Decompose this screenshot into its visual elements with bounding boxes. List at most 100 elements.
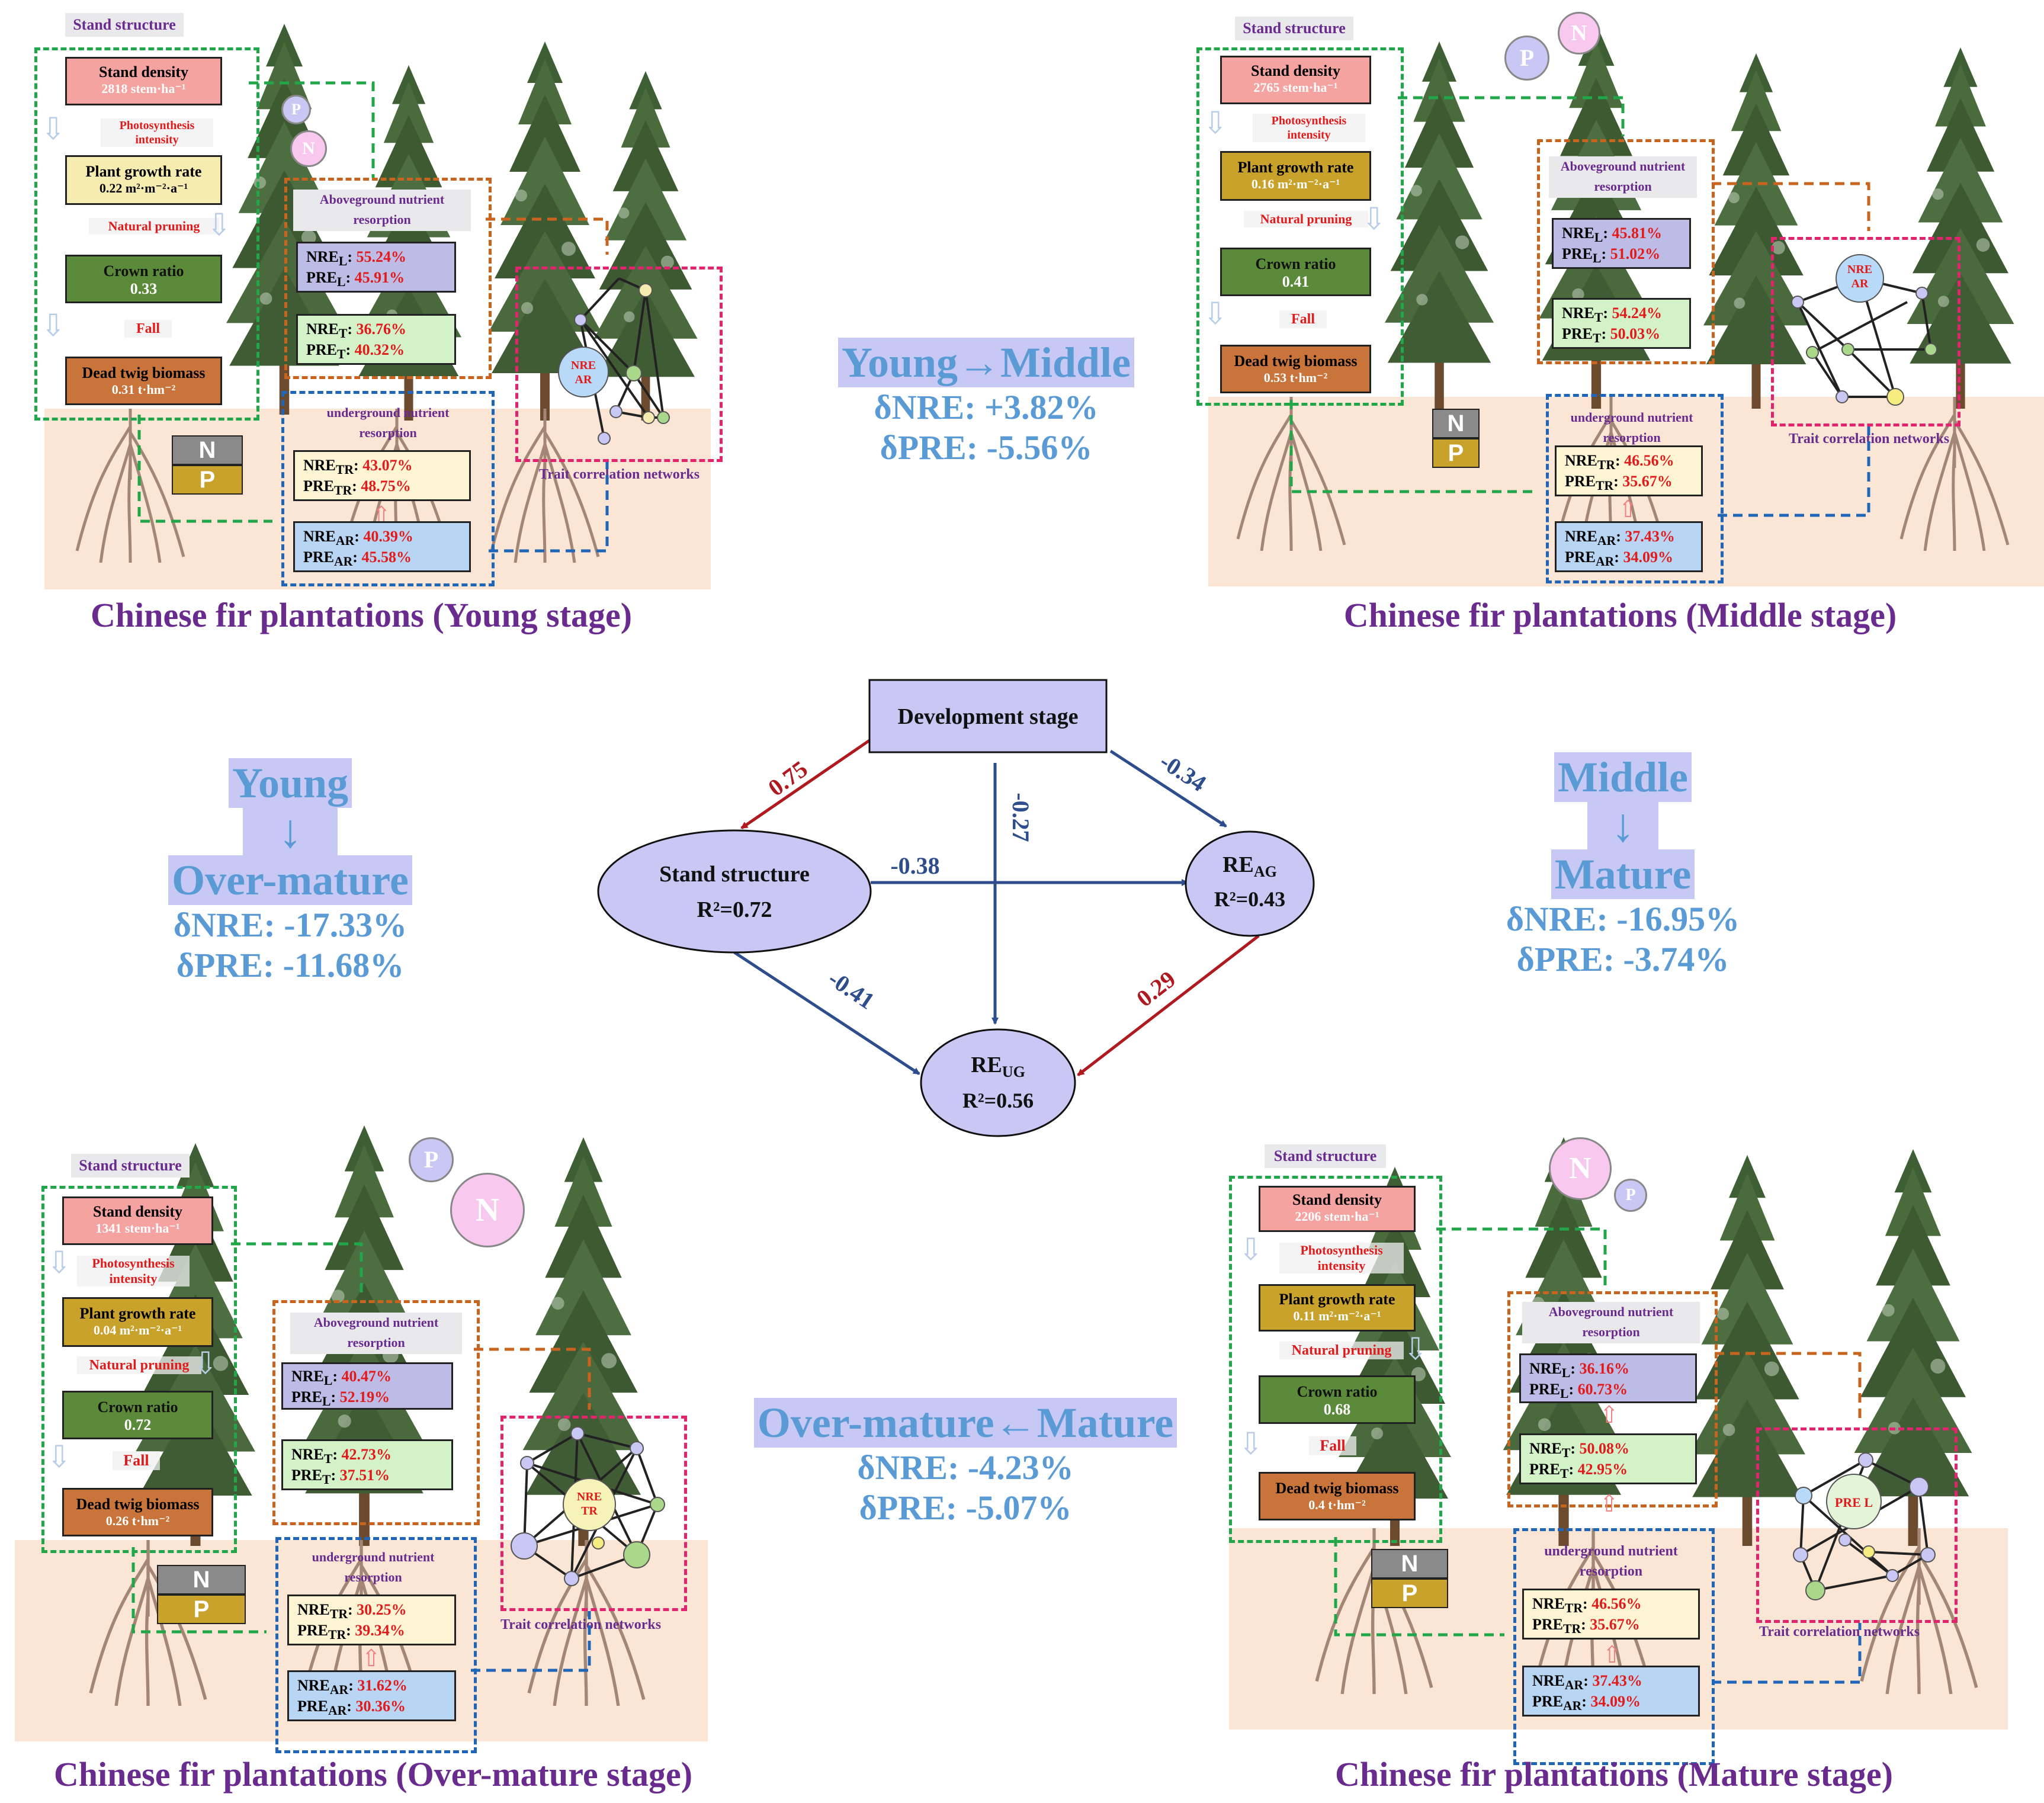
flow-arrows [1334,1227,1862,1684]
pre-tr-value: 39.34% [355,1622,405,1640]
transition-middle-mature: Middle ↓ Mature δNRE: -16.95% δPRE: -3.7… [1481,752,1765,980]
down-arrow-icon: ⇩ [46,1246,72,1280]
pre-l-value: 60.73% [1577,1381,1628,1398]
pre-ar-value: 30.36% [355,1698,406,1715]
panel-caption: Chinese fir plantations (Middle stage) [1343,596,1897,634]
panel-mature: Stand structure Stand density 2206 stem·… [1220,1114,2044,1803]
stand-density-label: Stand density [99,63,188,81]
plant-growth-rate-box: Plant growth rate 0.04 m²·m⁻²·a⁻¹ [62,1297,213,1347]
pre-ar-value: 34.09% [1590,1693,1641,1711]
stand-structure-tag: Stand structure [1265,1144,1386,1168]
path-stand-ug [733,951,920,1076]
up-arrow-icon: ⇧ [361,1645,381,1672]
down-arrow-icon: ⇩ [1202,107,1228,140]
transition-overmature-mature: Over-mature←Mature δNRE: -4.23% δPRE: -5… [734,1398,1196,1528]
transport-root-resorption-box: NRETR: 46.56% PRETR: 35.67% [1522,1589,1700,1640]
underground-resorption-box [1513,1528,1715,1765]
pre-tr-value: 35.67% [1622,473,1673,490]
panel-caption: Chinese fir plantations (Mature stage) [1335,1755,1893,1794]
up-arrow-icon: ⇧ [1618,496,1638,522]
plant-growth-rate-value: 0.22 m²·m⁻²·a⁻¹ [99,180,188,195]
fall-label: Fall [1279,310,1327,328]
dead-twig-value: 0.53 t·hm⁻² [1263,370,1328,385]
crown-ratio-value: 0.33 [130,280,158,297]
crown-ratio-label: Crown ratio [1255,255,1336,272]
up-arrow-icon: ⇧ [1599,1490,1619,1517]
dead-twig-label: Dead twig biomass [1234,352,1358,370]
photosynthesis-label: Photosynthesis intensity [77,1256,190,1287]
pre-tr-value: 48.75% [361,477,411,495]
n-nutrient-icon: N [450,1173,525,1247]
flow-arrows [137,81,609,553]
transition-to: Mature [1551,849,1695,899]
stand-structure-tag: Stand structure [71,1154,190,1178]
natural-pruning-label: Natural pruning [1279,1342,1404,1359]
stand-density-box: Stand density 2818 stem·ha⁻¹ [65,57,222,105]
trait-network-box [500,1416,687,1611]
nre-ar-value: 37.43% [1592,1672,1642,1689]
n-legend: N [157,1565,246,1595]
aboveground-resorption-box [1537,139,1715,364]
stand-density-value: 2765 stem·ha⁻¹ [1253,79,1338,95]
nre-l-value: 55.24% [356,248,407,265]
fall-label: Fall [113,1451,160,1470]
trait-network-label: Trait correlation networks [500,1617,662,1632]
panel-caption: Chinese fir plantations (Young stage) [90,596,633,634]
aboveground-label: Aboveground nutrient resorption [293,190,471,231]
stand-density-box: Stand density 2206 stem·ha⁻¹ [1259,1186,1416,1232]
trait-correlation-network [1793,1452,1936,1600]
delta-pre: δPRE: -5.56% [880,428,1093,467]
crown-ratio-label: Crown ratio [103,262,184,280]
dead-twig-biomass-box: Dead twig biomass 0.53 t·hm⁻² [1220,345,1371,393]
re-ug-node [920,1028,1076,1137]
crown-ratio-box: Crown ratio 0.72 [62,1391,213,1439]
nre-t-value: 42.73% [341,1446,392,1463]
delta-pre: δPRE: -11.68% [176,946,405,984]
down-arrow-icon: ↓ [1587,802,1658,849]
pre-t-value: 50.03% [1610,325,1661,343]
absorptive-root-resorption-box: NREAR: 37.43% PREAR: 34.09% [1522,1666,1700,1717]
underground-resorption-box [275,1537,477,1753]
down-arrow-icon: ⇩ [1238,1233,1264,1267]
p-nutrient-icon: P [1614,1179,1647,1212]
up-arrow-icon: ⇧ [1602,1641,1622,1668]
np-legend: N P [1371,1549,1448,1608]
photosynthesis-label: Photosynthesis intensity [1253,114,1365,142]
aboveground-label: Aboveground nutrient resorption [290,1313,462,1354]
down-arrow-icon: ↓ [243,808,338,855]
transition-from: Young [228,758,352,808]
aboveground-label: Aboveground nutrient resorption [1522,1302,1700,1343]
aboveground-label: Aboveground nutrient resorption [1549,156,1697,198]
coef-stand-ug: -0.41 [823,965,879,1015]
underground-resorption-box [1546,394,1724,583]
transport-root-resorption-box: NRETR: 30.25% PRETR: 39.34% [287,1595,456,1645]
leaf-resorption-box: NREL: 45.81% PREL: 51.02% [1552,218,1691,269]
aboveground-resorption-box [284,178,492,379]
plant-growth-rate-box: Plant growth rate 0.16 m²·m⁻²·a⁻¹ [1220,151,1371,201]
stand-density-label: Stand density [93,1203,182,1220]
down-arrow-icon: ⇩ [40,309,66,343]
stand-structure-node-label: Stand structure [659,862,810,887]
p-nutrient-icon: P [1504,36,1549,81]
pre-t-value: 40.32% [354,341,405,359]
plant-growth-rate-label: Plant growth rate [1279,1291,1395,1308]
dead-twig-label: Dead twig biomass [1275,1480,1399,1497]
coef-dev-ug: -0.27 [1007,793,1034,842]
absorptive-root-resorption-box: NREAR: 40.39% PREAR: 45.58% [293,521,471,572]
re-ag-main: RE [1222,852,1254,877]
natural-pruning-label: Natural pruning [1244,211,1368,227]
nre-ar-value: 40.39% [363,528,413,545]
down-arrow-icon: ⇩ [1202,297,1228,331]
dead-twig-biomass-box: Dead twig biomass 0.26 t·hm⁻² [62,1488,213,1536]
n-nutrient-icon: N [1549,1137,1612,1200]
nre-tr-value: 30.25% [357,1601,407,1618]
n-legend: N [1371,1549,1448,1579]
p-legend: P [157,1595,246,1624]
re-ag-subscript: AG [1254,863,1277,880]
panel-overmature: Stand structure Stand density 1341 stem·… [12,1114,734,1803]
nre-l-value: 45.81% [1612,224,1663,242]
down-arrow-icon: ⇩ [46,1441,72,1474]
nre-tr-value: 46.56% [1624,452,1674,469]
twig-resorption-box: NRET: 36.76% PRET: 40.32% [296,314,456,365]
re-ug-r2: R²=0.56 [962,1089,1034,1112]
